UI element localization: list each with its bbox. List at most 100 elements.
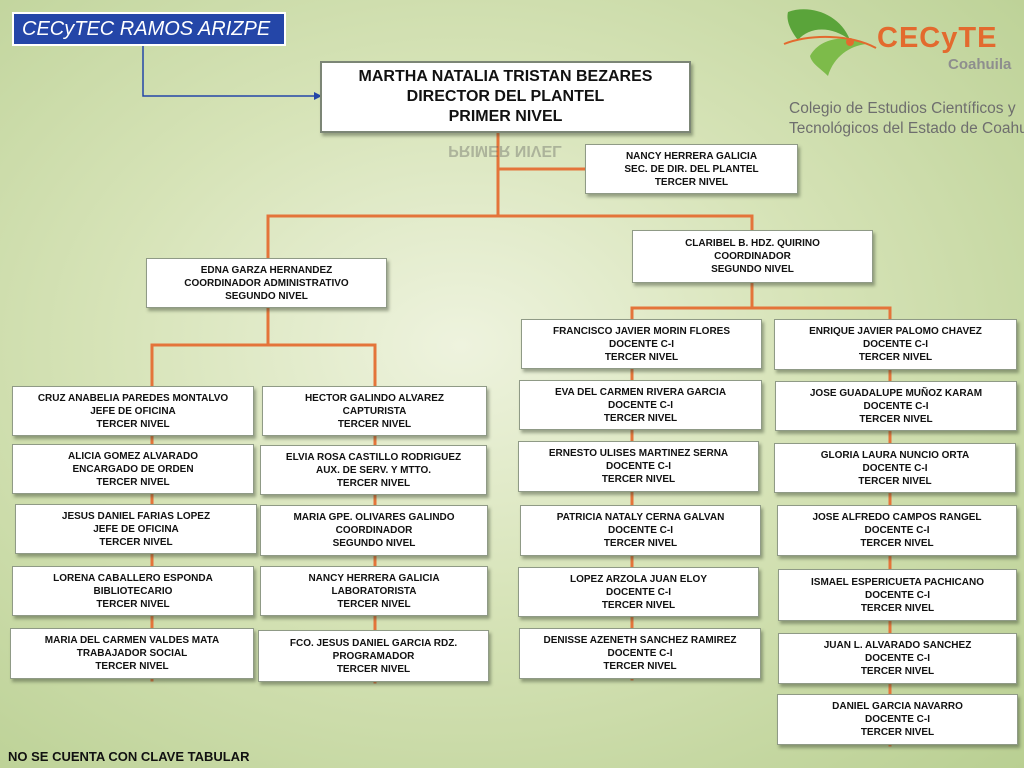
- staff-level: TERCER NIVEL: [336, 663, 411, 675]
- director-role: DIRECTOR DEL PLANTEL: [406, 88, 605, 105]
- teacher-box: PATRICIA NATALY CERNA GALVAN DOCENTE C-I…: [520, 505, 761, 556]
- teacher-box: JOSE GUADALUPE MUÑOZ KARAM DOCENTE C-I T…: [775, 381, 1017, 431]
- staff-box: MARIA DEL CARMEN VALDES MATA TRABAJADOR …: [10, 628, 254, 679]
- teacher-name: ERNESTO ULISES MARTINEZ SERNA: [548, 448, 729, 459]
- staff-level: TERCER NIVEL: [337, 598, 411, 610]
- staff-role: JEFE DE OFICINA: [93, 523, 179, 535]
- staff-level: TERCER NIVEL: [336, 477, 411, 489]
- staff-name: MARIA DEL CARMEN VALDES MATA: [44, 635, 220, 646]
- teacher-box: EVA DEL CARMEN RIVERA GARCIA DOCENTE C-I…: [519, 380, 762, 430]
- teacher-box: LOPEZ ARZOLA JUAN ELOY DOCENTE C-I TERCE…: [518, 567, 759, 617]
- staff-role: BIBLIOTECARIO: [93, 585, 173, 597]
- teacher-level: TERCER NIVEL: [860, 602, 935, 614]
- director-box: MARTHA NATALIA TRISTAN BEZARES DIRECTOR …: [320, 61, 691, 133]
- teacher-level: TERCER NIVEL: [858, 475, 932, 487]
- director-level: PRIMER NIVEL: [448, 108, 563, 125]
- coordinator-level: SEGUNDO NIVEL: [711, 264, 794, 275]
- staff-name: JESUS DANIEL FARIAS LOPEZ: [61, 510, 211, 522]
- staff-level: TERCER NIVEL: [96, 476, 170, 488]
- teacher-box: FRANCISCO JAVIER MORIN FLORES DOCENTE C-…: [521, 319, 762, 369]
- teacher-role: DOCENTE C-I: [607, 648, 673, 659]
- logo-name: CECyTE: [877, 22, 998, 54]
- teacher-box: DENISSE AZENETH SANCHEZ RAMIREZ DOCENTE …: [519, 628, 761, 679]
- staff-role: JEFE DE OFICINA: [90, 405, 176, 417]
- teacher-level: TERCER NIVEL: [604, 351, 679, 363]
- staff-level: TERCER NIVEL: [337, 418, 412, 430]
- teacher-role: DOCENTE C-I: [608, 399, 673, 411]
- logo-subtitle-line1: Colegio de Estudios Científicos y: [789, 100, 1016, 117]
- teacher-level: TERCER NIVEL: [603, 538, 678, 549]
- staff-box: FCO. JESUS DANIEL GARCIA RDZ. PROGRAMADO…: [258, 630, 489, 682]
- teacher-level: TERCER NIVEL: [601, 474, 676, 485]
- staff-box: CRUZ ANABELIA PAREDES MONTALVO JEFE DE O…: [12, 386, 254, 436]
- teacher-name: JOSE ALFREDO CAMPOS RANGEL: [812, 512, 982, 523]
- cecyte-logo: [780, 4, 1020, 144]
- staff-name: ALICIA GOMEZ ALVARADO: [68, 450, 198, 462]
- staff-level: TERCER NIVEL: [99, 536, 173, 548]
- secretary-role: SEC. DE DIR. DEL PLANTEL: [624, 163, 759, 175]
- teacher-role: DOCENTE C-I: [865, 589, 930, 601]
- staff-box: NANCY HERRERA GALICIA LABORATORISTA TERC…: [260, 566, 488, 616]
- staff-name: FCO. JESUS DANIEL GARCIA RDZ.: [289, 637, 458, 649]
- staff-level: TERCER NIVEL: [96, 598, 170, 610]
- staff-name: MARIA GPE. OLIVARES GALINDO: [293, 512, 455, 523]
- staff-name: HECTOR GALINDO ALVAREZ: [304, 392, 445, 404]
- admin-coordinator-box: EDNA GARZA HERNANDEZ COORDINADOR ADMINIS…: [146, 258, 387, 308]
- admin-name: EDNA GARZA HERNANDEZ: [200, 264, 333, 276]
- secretary-name: NANCY HERRERA GALICIA: [625, 150, 758, 162]
- staff-name: ELVIA ROSA CASTILLO RODRIGUEZ: [285, 451, 462, 463]
- staff-name: CRUZ ANABELIA PAREDES MONTALVO: [37, 392, 229, 404]
- staff-name: LORENA CABALLERO ESPONDA: [53, 572, 213, 584]
- teacher-name: GLORIA LAURA NUNCIO ORTA: [820, 449, 970, 461]
- admin-level: SEGUNDO NIVEL: [225, 290, 308, 302]
- teacher-name: LOPEZ ARZOLA JUAN ELOY: [569, 573, 708, 585]
- teacher-role: DOCENTE C-I: [865, 714, 930, 725]
- teacher-level: TERCER NIVEL: [603, 412, 678, 424]
- staff-role: LABORATORISTA: [331, 585, 417, 597]
- teacher-name: PATRICIA NATALY CERNA GALVAN: [556, 512, 725, 523]
- teacher-box: JOSE ALFREDO CAMPOS RANGEL DOCENTE C-I T…: [777, 505, 1017, 556]
- teacher-name: JUAN L. ALVARADO SANCHEZ: [823, 640, 972, 651]
- teacher-name: ENRIQUE JAVIER PALOMO CHAVEZ: [809, 326, 982, 337]
- teacher-role: DOCENTE C-I: [864, 525, 930, 536]
- staff-box: HECTOR GALINDO ALVAREZ CAPTURISTA TERCER…: [262, 386, 487, 436]
- teacher-box: GLORIA LAURA NUNCIO ORTA DOCENTE C-I TER…: [774, 443, 1016, 493]
- teacher-box: ISMAEL ESPERICUETA PACHICANO DOCENTE C-I…: [778, 569, 1017, 621]
- staff-box: ALICIA GOMEZ ALVARADO ENCARGADO DE ORDEN…: [12, 444, 254, 494]
- teacher-role: DOCENTE C-I: [863, 400, 929, 412]
- teacher-box: ENRIQUE JAVIER PALOMO CHAVEZ DOCENTE C-I…: [774, 319, 1017, 370]
- teacher-box: DANIEL GARCIA NAVARRO DOCENTE C-I TERCER…: [777, 694, 1018, 745]
- staff-role: AUX. DE SERV. Y MTTO.: [315, 464, 432, 476]
- staff-level: SEGUNDO NIVEL: [332, 538, 416, 549]
- teacher-name: DANIEL GARCIA NAVARRO: [832, 701, 963, 712]
- staff-box: LORENA CABALLERO ESPONDA BIBLIOTECARIO T…: [12, 566, 254, 616]
- staff-box: ELVIA ROSA CASTILLO RODRIGUEZ AUX. DE SE…: [260, 445, 487, 495]
- coordinator-role: COORDINADOR: [714, 251, 791, 262]
- staff-role: TRABAJADOR SOCIAL: [76, 648, 188, 659]
- director-name: MARTHA NATALIA TRISTAN BEZARES: [358, 68, 653, 85]
- teacher-level: TERCER NIVEL: [859, 413, 933, 425]
- teacher-box: JUAN L. ALVARADO SANCHEZ DOCENTE C-I TER…: [778, 633, 1017, 684]
- campus-title: CECyTEC RAMOS ARIZPE: [12, 12, 286, 46]
- teacher-box: ERNESTO ULISES MARTINEZ SERNA DOCENTE C-…: [518, 441, 759, 492]
- staff-box: JESUS DANIEL FARIAS LOPEZ JEFE DE OFICIN…: [15, 504, 257, 554]
- secretary-level: TERCER NIVEL: [654, 176, 729, 188]
- teacher-level: TERCER NIVEL: [860, 538, 934, 549]
- teacher-name: EVA DEL CARMEN RIVERA GARCIA: [554, 386, 727, 398]
- staff-name: NANCY HERRERA GALICIA: [308, 572, 440, 584]
- teacher-name: ISMAEL ESPERICUETA PACHICANO: [811, 576, 984, 588]
- teacher-name: FRANCISCO JAVIER MORIN FLORES: [552, 325, 731, 337]
- teacher-role: DOCENTE C-I: [862, 462, 928, 474]
- coordinator-name: CLARIBEL B. HDZ. QUIRINO: [685, 238, 820, 249]
- staff-role: ENCARGADO DE ORDEN: [72, 463, 194, 475]
- staff-role: COORDINADOR: [335, 525, 413, 536]
- teacher-role: DOCENTE C-I: [865, 653, 930, 664]
- academic-coordinator-box: CLARIBEL B. HDZ. QUIRINO COORDINADOR SEG…: [632, 230, 873, 283]
- teacher-name: JOSE GUADALUPE MUÑOZ KARAM: [809, 387, 983, 399]
- teacher-level: TERCER NIVEL: [858, 352, 933, 363]
- staff-level: TERCER NIVEL: [95, 661, 169, 672]
- teacher-role: DOCENTE C-I: [606, 586, 671, 598]
- teacher-level: TERCER NIVEL: [603, 661, 677, 672]
- teacher-level: TERCER NIVEL: [601, 599, 676, 611]
- admin-role: COORDINADOR ADMINISTRATIVO: [184, 277, 349, 289]
